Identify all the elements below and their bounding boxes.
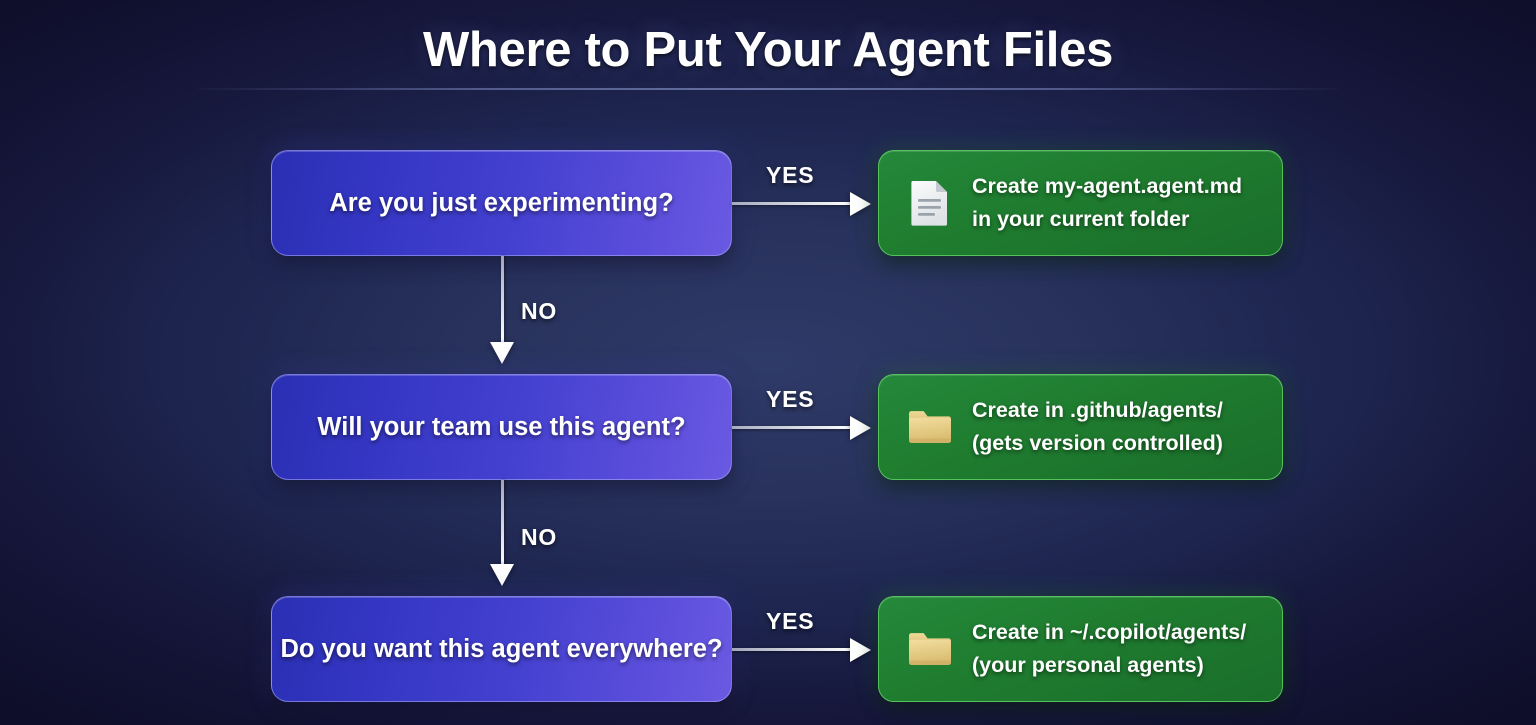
arrow-line (501, 480, 504, 566)
arrow-head-right-icon (850, 415, 871, 440)
result-text: Create my-agent.agent.md in your current… (972, 170, 1242, 235)
title-divider (198, 88, 1338, 90)
result-line-1: Create in ~/.copilot/agents/ (972, 620, 1247, 645)
decision-label: Are you just experimenting? (329, 188, 674, 217)
result-line-2: (gets version controlled) (972, 431, 1223, 455)
arrow-line (732, 202, 852, 205)
result-line-1: Create in .github/agents/ (972, 398, 1223, 423)
flow-row: Do you want this agent everywhere? YES C… (0, 596, 1536, 702)
no-connector: NO (0, 256, 1536, 374)
arrow-line (732, 426, 852, 429)
yes-connector: YES (732, 596, 878, 702)
flow-row: Will your team use this agent? YES (0, 374, 1536, 480)
document-icon (907, 178, 953, 228)
folder-icon (907, 402, 953, 452)
flow-row: Are you just experimenting? YES (0, 150, 1536, 256)
result-box-copilot-agents[interactable]: Create in ~/.copilot/agents/ (your perso… (878, 596, 1283, 702)
decision-label: Do you want this agent everywhere? (280, 634, 723, 663)
arrow-line (732, 648, 852, 651)
result-box-github-agents[interactable]: Create in .github/agents/ (gets version … (878, 374, 1283, 480)
no-connector: NO (0, 480, 1536, 596)
result-box-current-folder[interactable]: Create my-agent.agent.md in your current… (878, 150, 1283, 256)
decision-box-team-use[interactable]: Will your team use this agent? (271, 374, 732, 480)
title-area: Where to Put Your Agent Files (0, 0, 1536, 96)
yes-connector: YES (732, 374, 878, 480)
no-label: NO (521, 298, 558, 324)
decision-box-everywhere[interactable]: Do you want this agent everywhere? (271, 596, 732, 702)
arrow-head-down-icon (490, 342, 514, 364)
decision-label: Will your team use this agent? (317, 412, 686, 441)
arrow-head-down-icon (490, 564, 514, 586)
decision-box-experimenting[interactable]: Are you just experimenting? (271, 150, 732, 256)
yes-connector: YES (732, 150, 878, 256)
result-text: Create in .github/agents/ (gets version … (972, 394, 1223, 459)
result-line-2: in your current folder (972, 207, 1190, 231)
arrow-line (501, 256, 504, 344)
yes-label: YES (766, 608, 815, 634)
arrow-head-right-icon (850, 191, 871, 216)
yes-label: YES (766, 386, 815, 412)
result-line-2: (your personal agents) (972, 653, 1204, 677)
arrow-head-right-icon (850, 637, 871, 662)
yes-label: YES (766, 162, 815, 188)
folder-icon (907, 624, 953, 674)
page-title: Where to Put Your Agent Files (422, 23, 1114, 77)
no-label: NO (521, 524, 558, 550)
result-text: Create in ~/.copilot/agents/ (your perso… (972, 616, 1246, 681)
result-line-1: Create my-agent.agent.md (972, 174, 1243, 199)
